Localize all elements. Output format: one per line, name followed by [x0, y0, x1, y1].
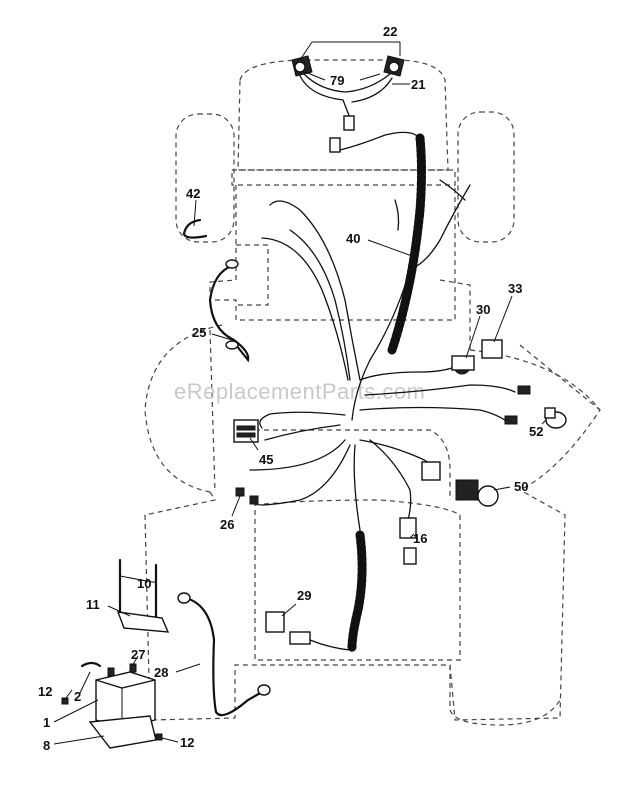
callout-26: 26 — [220, 517, 234, 532]
leader-lines — [53, 41, 547, 745]
callout-21: 21 — [411, 77, 425, 92]
callout-8: 8 — [43, 738, 50, 753]
callout-79: 79 — [330, 73, 344, 88]
callout-25: 25 — [192, 325, 206, 340]
callout-45: 45 — [259, 452, 273, 467]
callout-10: 10 — [137, 576, 151, 591]
callout-1: 1 — [43, 715, 50, 730]
callout-52: 52 — [529, 424, 543, 439]
callout-29: 29 — [297, 588, 311, 603]
callout-27: 27 — [131, 647, 145, 662]
callout-42: 42 — [186, 186, 200, 201]
callout-28: 28 — [154, 665, 168, 680]
callout-12-top: 12 — [38, 684, 52, 699]
headlight-assembly — [291, 55, 405, 153]
callout-11: 11 — [86, 597, 100, 612]
callout-12-bottom: 12 — [180, 735, 194, 750]
callout-30: 30 — [476, 302, 490, 317]
callout-50: 50 — [514, 479, 528, 494]
callout-33: 33 — [508, 281, 522, 296]
callout-40: 40 — [346, 231, 360, 246]
watermark-text: eReplacementParts.com — [174, 379, 425, 404]
callout-22: 22 — [383, 24, 397, 39]
harness-loom — [347, 133, 426, 653]
wire-harness — [249, 131, 516, 531]
callout-16: 16 — [413, 531, 427, 546]
part-callouts: 22 79 21 42 40 33 30 25 52 45 50 26 16 1… — [38, 24, 543, 753]
tractor-outline — [144, 59, 601, 726]
components — [61, 218, 567, 749]
callout-2: 2 — [74, 689, 81, 704]
